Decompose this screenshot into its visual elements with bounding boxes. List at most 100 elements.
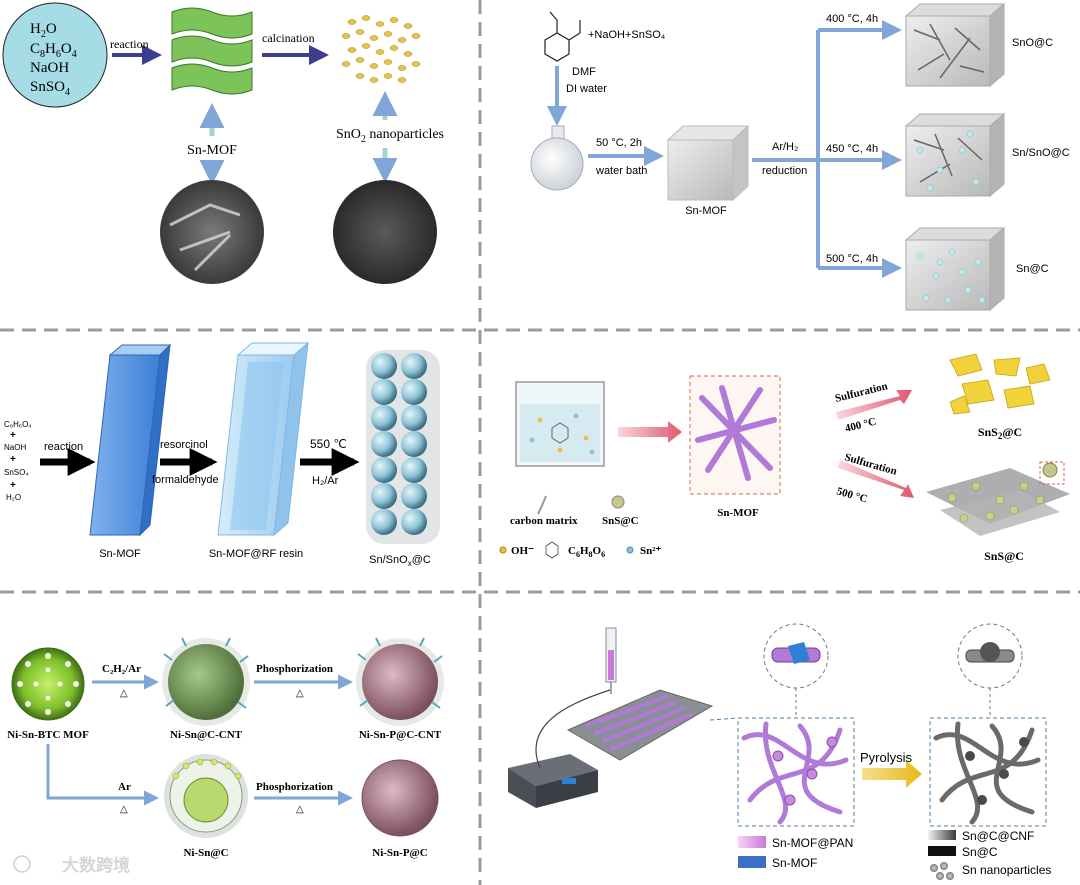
sn-sno-c-label: Sn/SnO@C (1012, 147, 1070, 159)
panel-sulfuration: Sn-MOF Sulfuration 400 °C Sulfuration 50… (500, 354, 1070, 563)
watermark-text: 大数跨境 (62, 855, 130, 875)
legend-oh-label: OH⁻ (511, 545, 534, 557)
p3-temp-label: 550 ℃ (310, 437, 347, 451)
p3-reagent-naoh: NaOH (4, 443, 26, 452)
p3-label1: Sn-MOF (99, 548, 141, 560)
cond1b-label: water bath (595, 165, 647, 177)
dmf-label: DMF (572, 66, 596, 78)
legend-np-icon (930, 862, 954, 880)
p3-plus-1: + (10, 430, 16, 441)
legend-sns-label: SnS@C (602, 515, 639, 527)
zoom-line-1 (710, 718, 738, 720)
p5-delta3: △ (120, 804, 128, 815)
p5-phos1: Phosphorization (256, 663, 333, 675)
sns2-flakes (950, 354, 1050, 414)
flask-icon (531, 126, 583, 190)
p5-gas2: Ar (118, 781, 131, 793)
legend-np-label: Sn nanoparticles (962, 863, 1051, 877)
branch-cond-500: 500 °C, 4h (826, 253, 878, 265)
collector-plate (568, 690, 712, 760)
p5-gas1: C₂H₂/Ar (102, 663, 141, 675)
sno2-label: SnO2 nanoparticles (336, 127, 444, 145)
syringe-icon (606, 628, 616, 694)
sn-mof-cube (668, 126, 748, 200)
sn-sno-c-cube (906, 114, 1004, 196)
sn-mof-label: Sn-MOF (187, 143, 237, 158)
sn-c-label: Sn@C (1016, 263, 1049, 275)
branch-cond-450: 450 °C, 4h (826, 143, 878, 155)
p5-delta4: △ (296, 804, 304, 815)
p5-snpc-label: Ni-Sn-P@C (372, 847, 428, 859)
sno-c-cube (906, 4, 1004, 86)
ni-sn-c-sphere (164, 754, 248, 838)
p3-reagent-h2o: H₂O (6, 493, 21, 502)
legend-carbon-label: carbon matrix (510, 515, 578, 527)
branch-cond-400: 400 °C, 4h (826, 13, 878, 25)
legend-snc-label: Sn@C (962, 845, 998, 859)
sn-snox-c-stack (366, 350, 440, 544)
water-label: DI water (566, 83, 607, 95)
pyrolysis-label: Pyrolysis (860, 750, 913, 765)
reduction-label: reduction (762, 165, 807, 177)
p5-snc-label: Ni-Sn@C (183, 847, 228, 859)
legend-pan-swatch (738, 836, 766, 848)
p4-mof-label: Sn-MOF (717, 507, 759, 519)
panel-electrospinning: Pyrolysis Sn-MOF@PAN Sn-MOF Sn@C@CNF Sn@… (508, 624, 1051, 880)
p3-reagent-snso4: SnSO₄ (4, 468, 29, 477)
p4-product2: SnS@C (984, 549, 1024, 563)
legend-cnf-swatch (928, 830, 956, 840)
p5-pcnt-label: Ni-Sn-P@C-CNT (359, 729, 442, 741)
reagent-naoh: NaOH (30, 60, 69, 76)
ni-sn-p-c-sphere (362, 760, 438, 836)
p5-arrow-down (48, 744, 156, 798)
panel-sn-mof-reduction: +NaOH+SnSO₄ DMF DI water 50 °C, 2h water… (531, 4, 1070, 310)
p3-label3: Sn/SnOx@C (369, 554, 431, 568)
p5-delta2: △ (296, 688, 304, 699)
watermark: 大数跨境 (14, 855, 130, 875)
legend-c6-icon (546, 542, 558, 558)
legend-mof-swatch (738, 856, 766, 868)
phthalic-acid-structure (545, 12, 580, 61)
sn-mof-rod (90, 345, 170, 535)
legend-carbon-icon (538, 496, 546, 514)
cond1-label: 50 °C, 2h (596, 137, 642, 149)
legend-sn-label: Sn²⁺ (640, 545, 662, 557)
legend-c6-label: C6H8O6 (568, 545, 605, 559)
p5-cnt-label: Ni-Sn@C-CNT (170, 729, 243, 741)
p3-label2: Sn-MOF@RF resin (209, 548, 303, 560)
p4-temp1: 400 °C (844, 416, 878, 435)
watermark-icon (14, 856, 30, 872)
rf-resin-rod (218, 343, 308, 535)
ni-sn-p-c-cnt-sphere (356, 638, 444, 726)
legend-sns-icon (612, 496, 624, 508)
p3-resorcinol-label: resorcinol (160, 439, 208, 451)
calcination-label: calcination (262, 31, 315, 45)
reaction-label: reaction (110, 37, 149, 51)
panel-phosphorization: Ni-Sn-BTC MOF C₂H₂/Ar △ Ni-Sn@C-CNT Phos… (7, 638, 444, 859)
p4-product1: SnS2@C (978, 425, 1022, 441)
ni-sn-btc-mof-sphere (12, 648, 84, 720)
sno2-particles (342, 16, 420, 83)
p5-phos2: Phosphorization (256, 781, 333, 793)
reagents-text: +NaOH+SnSO₄ (588, 29, 666, 41)
p3-reagent-c8h6o4: C₈H₆O₄ (4, 420, 32, 429)
p3-plus-3: + (10, 480, 16, 491)
legend-snc-swatch (928, 846, 956, 856)
legend-oh-icon (500, 547, 506, 553)
p5-delta1: △ (120, 688, 128, 699)
sn-mof-sem-image (160, 180, 264, 284)
power-supply-box (508, 754, 598, 808)
p3-gas-label: H₂/Ar (312, 475, 339, 487)
p4-arrow-1 (618, 421, 682, 443)
legend-mof-label: Sn-MOF (772, 856, 817, 870)
panel-sn-mof-calcination: H2O C8H6O4 NaOH SnSO4 reaction calcinati… (3, 3, 444, 284)
p3-formaldehyde-label: formaldehyde (152, 474, 219, 486)
sno2-sem-image (333, 180, 437, 284)
p4-temp2: 500 °C (835, 485, 869, 505)
sn-mof-cube-label: Sn-MOF (685, 205, 727, 217)
ni-sn-c-cnt-sphere (162, 638, 250, 726)
arh2-label: Ar/H₂ (772, 141, 798, 153)
legend-sn-icon (627, 547, 633, 553)
legend-pan-label: Sn-MOF@PAN (772, 836, 853, 850)
